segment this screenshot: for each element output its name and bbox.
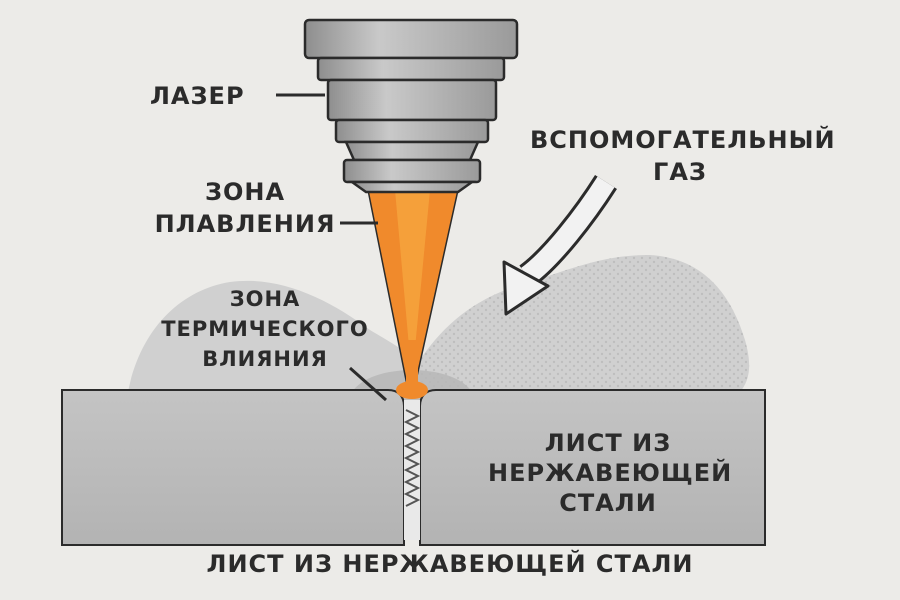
haz-label-line-3: ВЛИЯНИЯ xyxy=(202,347,328,371)
melt-zone-label: ЗОНА ПЛАВЛЕНИЯ xyxy=(150,176,340,240)
sheet-right-label-line-1: ЛИСТ ИЗ xyxy=(544,429,672,457)
laser-nozzle xyxy=(303,18,519,194)
assist-gas-arrow xyxy=(502,175,617,316)
kerf-striations xyxy=(403,409,421,507)
sheet-bottom-caption: ЛИСТ ИЗ НЕРЖАВЕЮЩЕЙ СТАЛИ xyxy=(206,550,694,578)
steel-sheet-left xyxy=(61,389,405,546)
melt-zone-label-line-2: ПЛАВЛЕНИЯ xyxy=(154,210,336,238)
steel-sheet-right xyxy=(419,389,766,546)
haz-label-line-2: ТЕРМИЧЕСКОГО xyxy=(161,317,369,341)
assist-gas-label-line-2: ГАЗ xyxy=(653,158,707,186)
assist-gas-label-line-1: ВСПОМОГАТЕЛЬНЫЙ xyxy=(530,126,836,154)
melt-zone-label-line-1: ЗОНА xyxy=(204,178,286,206)
haz-leader-line xyxy=(349,366,387,402)
beam-neck xyxy=(406,340,418,395)
sheet-right-label: ЛИСТ ИЗ НЕРЖАВЕЮЩЕЙ СТАЛИ xyxy=(488,428,733,518)
laser-beam-core xyxy=(395,190,430,380)
heat-affected-zone-label: ЗОНА ТЕРМИЧЕСКОГО ВЛИЯНИЯ xyxy=(150,284,380,374)
laser-label: ЛАЗЕР xyxy=(150,82,245,110)
gas-cloud-dotted xyxy=(420,255,750,392)
assist-gas-label: ВСПОМОГАТЕЛЬНЫЙ ГАЗ xyxy=(530,124,836,188)
haz-label-line-1: ЗОНА xyxy=(229,287,301,311)
sheet-right-label-line-2: НЕРЖАВЕЮЩЕЙ xyxy=(488,459,733,487)
sheet-right-label-line-3: СТАЛИ xyxy=(559,489,657,517)
